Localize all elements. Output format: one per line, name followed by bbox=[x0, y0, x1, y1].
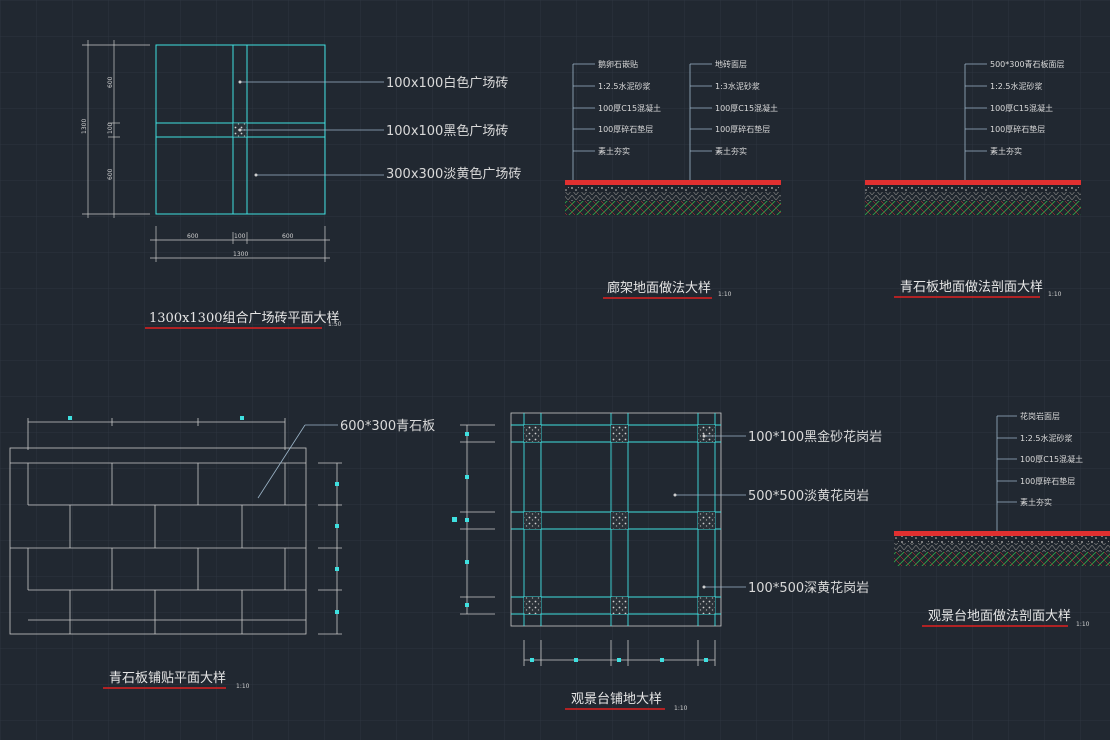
section-top-layer bbox=[565, 180, 781, 185]
deck-section-title: 观景台地面做法剖面大样 bbox=[928, 609, 1071, 624]
layer-label: 地砖面层 bbox=[715, 59, 747, 69]
dim-bottom-2: 100 bbox=[234, 233, 246, 240]
section-soil-layer bbox=[894, 552, 1110, 566]
tile-label-white: 100x100白色广场砖 bbox=[386, 75, 508, 91]
leader-dot bbox=[238, 128, 242, 132]
layer-label: 100厚C15混凝土 bbox=[990, 103, 1053, 113]
dim-bottom-total: 1300 bbox=[233, 251, 248, 258]
leader-dot bbox=[702, 434, 706, 438]
layer-label: 1:2.5水泥砂浆 bbox=[990, 81, 1043, 91]
bluestone-plan-scale: 1:10 bbox=[236, 683, 250, 690]
layer-label: 100厚碎石垫层 bbox=[1020, 476, 1075, 486]
section-top-layer bbox=[894, 531, 1110, 536]
layer-label: 花岗岩面层 bbox=[1020, 411, 1060, 421]
dim-bottom-3: 600 bbox=[282, 233, 294, 240]
layer-label: 100厚碎石垫层 bbox=[598, 124, 653, 134]
section-concrete-layer bbox=[865, 192, 1081, 201]
leader-dot bbox=[238, 80, 242, 84]
tile-plan-title: 1300x1300组合广场砖平面大样 bbox=[149, 311, 340, 326]
section-mortar-layer bbox=[865, 185, 1081, 192]
dim-left-2: 100 bbox=[107, 122, 114, 134]
layer-label: 素土夯实 bbox=[990, 146, 1022, 156]
section-soil-layer bbox=[865, 201, 1081, 215]
tile-label-black: 100x100黑色广场砖 bbox=[386, 123, 508, 139]
layer-label: 100厚碎石垫层 bbox=[715, 124, 770, 134]
deck-label-black: 100*100黑金砂花岗岩 bbox=[748, 429, 882, 445]
layer-label: 1:2.5水泥砂浆 bbox=[1020, 433, 1073, 443]
leader-line bbox=[257, 424, 306, 499]
layer-label: 100厚碎石垫层 bbox=[990, 124, 1045, 134]
corridor-section-drawing: 鹅卵石嵌贴 1:2.5水泥砂浆 100厚C15混凝土 100厚碎石垫层 素土夯实… bbox=[565, 59, 781, 299]
bluestone-section-title: 青石板地面做法剖面大样 bbox=[900, 280, 1043, 295]
deck-label-darkyellow: 100*500深黄花岗岩 bbox=[748, 580, 869, 596]
dim-left-1: 600 bbox=[107, 76, 114, 88]
tile-plan-scale: 1:50 bbox=[328, 321, 342, 328]
section-mortar-layer bbox=[565, 185, 781, 192]
dim-left-total: 1300 bbox=[81, 119, 88, 134]
layer-label: 1:3水泥砂浆 bbox=[715, 81, 760, 91]
layer-label: 500*300青石板面层 bbox=[990, 59, 1065, 69]
deck-section-drawing: 花岗岩面层 1:2.5水泥砂浆 100厚C15混凝土 100厚碎石垫层 素土夯实… bbox=[894, 411, 1110, 628]
layer-label: 素土夯实 bbox=[715, 146, 747, 156]
tile-plan-outline bbox=[155, 44, 326, 215]
bluestone-plan-outline bbox=[9, 447, 307, 635]
tile-plan-drawing: 100x100白色广场砖 100x100黑色广场砖 300x300淡黄色广场砖 … bbox=[81, 40, 521, 329]
deck-section-scale: 1:10 bbox=[1076, 621, 1090, 628]
deck-plan-scale: 1:10 bbox=[674, 705, 688, 712]
layer-label: 鹅卵石嵌贴 bbox=[598, 59, 638, 69]
leader-dot bbox=[254, 173, 258, 177]
corridor-section-scale: 1:10 bbox=[718, 291, 732, 298]
section-top-layer bbox=[865, 180, 1081, 185]
bluestone-section-scale: 1:10 bbox=[1048, 291, 1062, 298]
layer-label: 100厚C15混凝土 bbox=[1020, 454, 1083, 464]
dim-left-3: 600 bbox=[107, 168, 114, 180]
tile-plan-dimensions bbox=[82, 40, 330, 262]
leader-dot bbox=[673, 493, 677, 497]
tile-label-yellow: 300x300淡黄色广场砖 bbox=[386, 166, 521, 182]
layer-label: 1:2.5水泥砂浆 bbox=[598, 81, 651, 91]
section-concrete-layer bbox=[565, 192, 781, 201]
layer-label: 素土夯实 bbox=[598, 146, 630, 156]
deck-plan-title: 观景台铺地大样 bbox=[571, 692, 662, 707]
corridor-section-title: 廊架地面做法大样 bbox=[607, 280, 711, 296]
dim-bottom-1: 600 bbox=[187, 233, 199, 240]
section-soil-layer bbox=[565, 201, 781, 215]
bluestone-plan-drawing: 600*300青石板 青石板铺贴平面大样 1:10 bbox=[9, 416, 435, 690]
bluestone-section-drawing: 500*300青石板面层 1:2.5水泥砂浆 100厚C15混凝土 100厚碎石… bbox=[865, 59, 1081, 298]
bluestone-plan-title: 青石板铺贴平面大样 bbox=[109, 671, 226, 686]
layer-label: 100厚C15混凝土 bbox=[715, 103, 778, 113]
deck-label-lightyellow: 500*500淡黄花岗岩 bbox=[748, 488, 869, 504]
deck-plan-drawing: 100*100黑金砂花岗岩 500*500淡黄花岗岩 100*500深黄花岗岩 … bbox=[452, 412, 882, 712]
deck-plan-outline bbox=[510, 412, 722, 627]
leader-dot bbox=[702, 585, 706, 589]
section-concrete-layer bbox=[894, 543, 1110, 552]
layer-label: 100厚C15混凝土 bbox=[598, 103, 661, 113]
layer-label: 素土夯实 bbox=[1020, 497, 1052, 507]
bluestone-label: 600*300青石板 bbox=[340, 419, 435, 434]
section-mortar-layer bbox=[894, 536, 1110, 543]
